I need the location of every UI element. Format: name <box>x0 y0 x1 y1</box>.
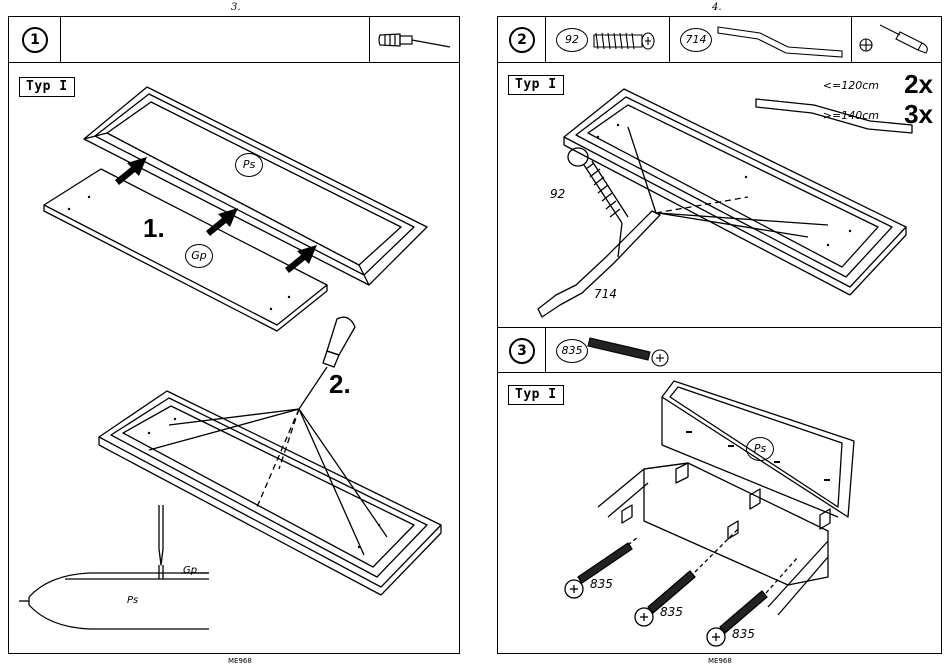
headboard-panel-label: Ps <box>746 437 774 461</box>
page-number-left: 3. <box>231 2 241 13</box>
bolt-label-1: 835 <box>590 577 613 591</box>
assembly-drawing-left <box>9 17 461 655</box>
action-2-label: 2. <box>329 369 351 400</box>
panel-label: Ps <box>235 153 263 177</box>
action-1-label: 1. <box>143 213 165 244</box>
detail-board-label: Gp <box>183 565 197 576</box>
board-label: Gp <box>185 244 213 268</box>
detail-panel-label: Ps <box>127 595 138 606</box>
footer-right: ME968 <box>708 657 732 665</box>
page-right: 2 92 714 <box>497 16 942 654</box>
bolt-label-3: 835 <box>732 627 755 641</box>
page-left: 1 Typ I <box>8 16 460 654</box>
assembly-drawing-step3 <box>498 17 943 655</box>
page-number-right: 4. <box>712 2 722 13</box>
bolt-label-2: 835 <box>660 605 683 619</box>
footer-left: ME968 <box>228 657 252 665</box>
